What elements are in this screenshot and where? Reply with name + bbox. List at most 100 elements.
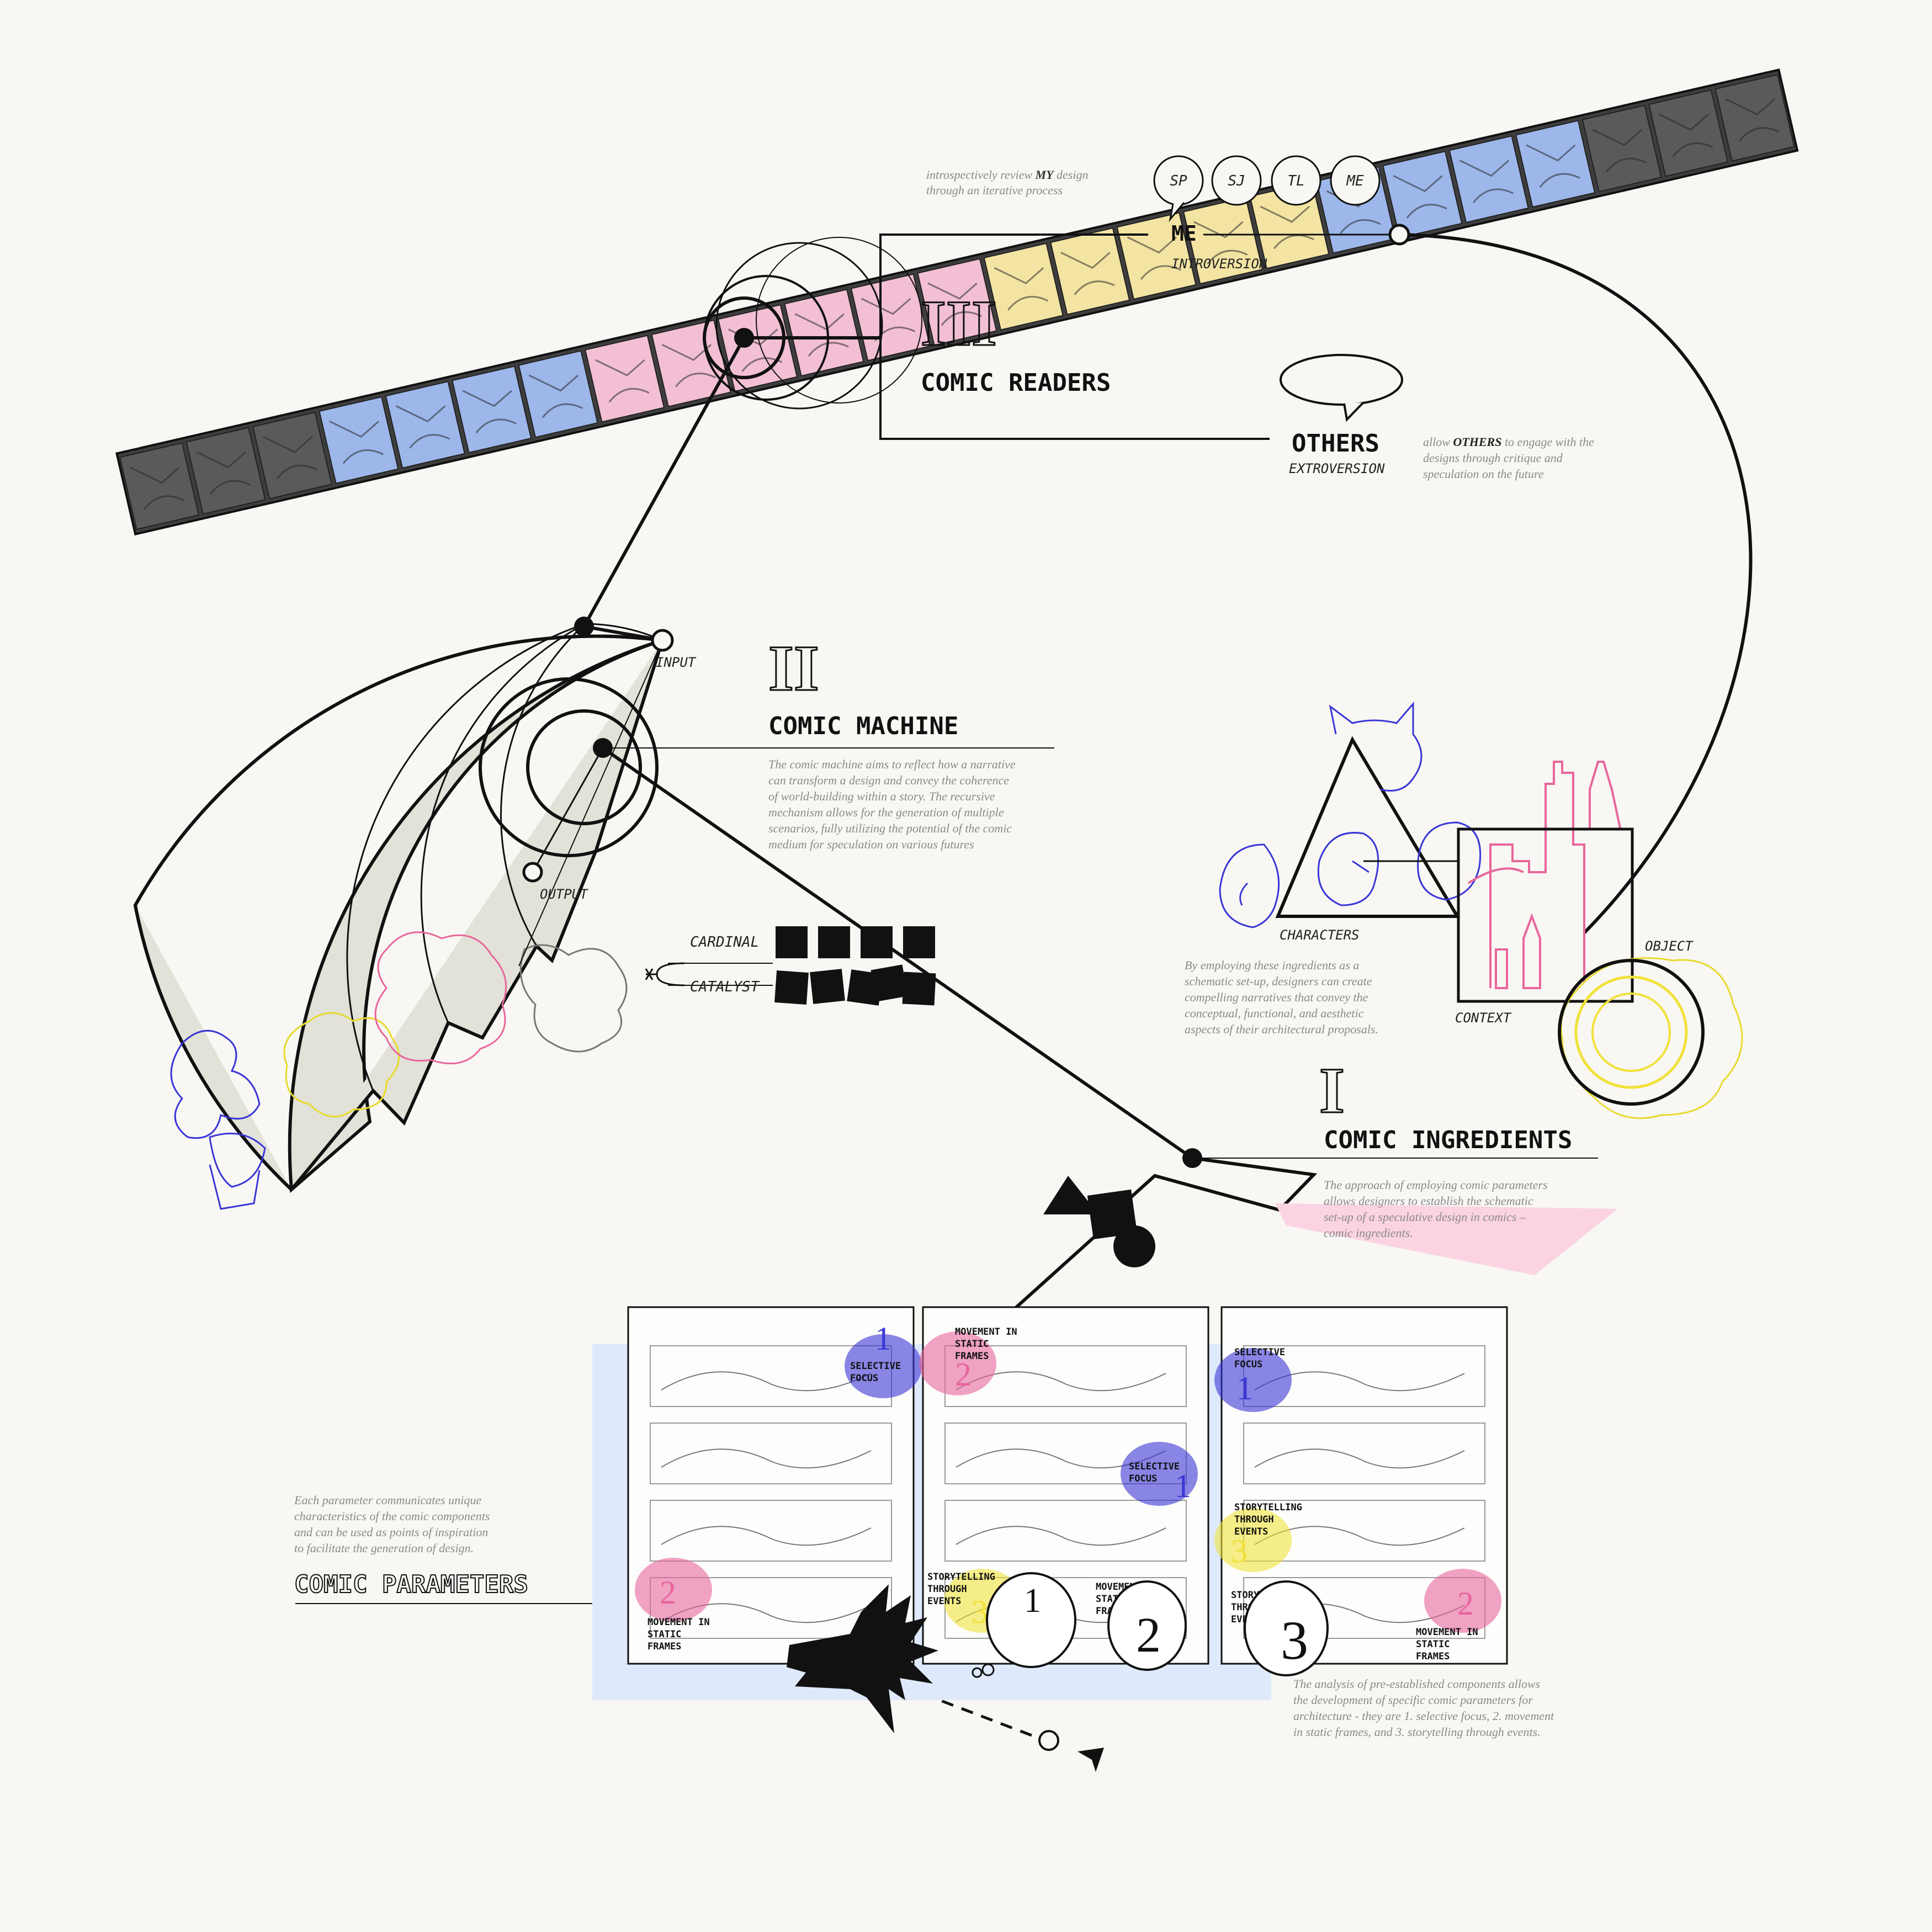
wife-sketch xyxy=(1219,843,1280,928)
readers-speech-bubble-icon xyxy=(1280,354,1403,422)
strip-sketch xyxy=(927,282,982,326)
strip-frame xyxy=(518,350,598,438)
machine-numeral: II xyxy=(768,632,819,704)
panel-highlight-blob xyxy=(1214,1348,1292,1412)
ingredients-description: The approach of employing comic paramete… xyxy=(1324,1178,1548,1240)
strip-frame xyxy=(452,365,532,454)
machine-description-line-4: mechanism allows for the generation of m… xyxy=(768,805,1004,819)
strip-sketch xyxy=(329,420,384,464)
strip-frame xyxy=(1581,104,1662,193)
ingredients-title: COMIC INGREDIENTS xyxy=(1324,1126,1572,1154)
machine-description-line-2: can transform a design and convey the co… xyxy=(768,773,1009,787)
strip-sketch xyxy=(1459,160,1514,203)
machine-description: The comic machine aims to reflect how a … xyxy=(768,757,1016,851)
panel-sketch-frame xyxy=(650,1500,892,1562)
readers-node-dot xyxy=(734,328,754,348)
comic-machine-fan xyxy=(133,623,664,1193)
speech-bubble-label: TL xyxy=(1287,173,1304,189)
characters-diagram xyxy=(1219,701,1482,928)
panel-parameter-number: 2 xyxy=(1457,1585,1474,1622)
shape-cluster-icon xyxy=(1043,1176,1155,1267)
parameters-analysis-description-line-1: The analysis of pre-established componen… xyxy=(1293,1677,1540,1691)
others-description-line-2: speculation on the future xyxy=(1423,467,1544,481)
triangle-icon xyxy=(1043,1176,1098,1214)
strip-sketch xyxy=(595,359,650,403)
ingredients-diagram-description-line-5: aspects of their architectural proposals… xyxy=(1185,1022,1378,1036)
others-description-line-1: designs through critique and xyxy=(1423,451,1563,465)
cardinal-squares xyxy=(776,926,935,958)
machine-title: COMIC MACHINE xyxy=(768,712,958,740)
machine-description-line-3: of world-building within a story. The re… xyxy=(768,789,995,803)
thought-dot xyxy=(972,1667,983,1678)
strip-frame xyxy=(1648,89,1729,177)
speech-bubble-label: SP xyxy=(1170,173,1187,189)
strip-frame xyxy=(1448,135,1529,224)
son-sketch xyxy=(1317,832,1379,906)
panel-parameter-number: 3 xyxy=(972,1594,988,1630)
panel-sketch-line xyxy=(661,1526,872,1546)
panel-parameter-number: 2 xyxy=(660,1574,676,1611)
input-ring xyxy=(651,629,674,652)
strip-sketch xyxy=(1193,221,1248,265)
parameters-analysis-description-line-4: in static frames, and 3. storytelling th… xyxy=(1293,1725,1541,1739)
machine-node-dot xyxy=(593,738,613,758)
others-description: allow OTHERS to engage with the xyxy=(1423,435,1594,449)
callout-number: 2 xyxy=(1136,1608,1161,1663)
blue-scribble xyxy=(170,1029,266,1210)
grey-scribble xyxy=(519,944,628,1053)
panel-highlight-blob xyxy=(1214,1508,1292,1572)
strip-sketch xyxy=(1592,129,1647,173)
strip-sketch xyxy=(1393,175,1447,219)
strip-sketch xyxy=(395,405,450,449)
arrowhead-icon xyxy=(1078,1748,1104,1772)
strip-frame xyxy=(185,427,266,515)
ingredients-diagram-description-line-3: compelling narratives that convey the xyxy=(1185,990,1368,1004)
strip-frame xyxy=(1715,73,1795,162)
context-frame xyxy=(1457,827,1634,1003)
machine-node-circles xyxy=(479,677,659,857)
characters-label: CHARACTERS xyxy=(1280,927,1360,943)
parameters-analysis-description: The analysis of pre-established componen… xyxy=(1293,1677,1554,1739)
machine-axis-line-long xyxy=(518,640,663,967)
strip-to-input-line xyxy=(582,337,746,628)
speech-bubble xyxy=(1330,155,1381,206)
strip-frame xyxy=(983,242,1064,331)
strip-frame xyxy=(252,411,333,500)
context-label: CONTEXT xyxy=(1455,1010,1512,1026)
object-diagram xyxy=(1558,957,1743,1119)
ingredients-description-line-1: The approach of employing comic paramete… xyxy=(1324,1178,1548,1192)
panel-sketch-line xyxy=(661,1448,872,1469)
input-link xyxy=(583,625,663,642)
pink-scribble xyxy=(374,931,507,1065)
ingredients-description-line-4: comic ingredients. xyxy=(1324,1226,1413,1240)
ingredients-description-line-2: allows designers to establish the schema… xyxy=(1324,1194,1533,1208)
speech-bubble xyxy=(1211,155,1262,206)
others-sublabel: EXTROVERSION xyxy=(1289,461,1385,476)
strip-sketch xyxy=(462,390,517,433)
ingredients-diagram-description-line-4: conceptual, functional, and aesthetic xyxy=(1185,1006,1364,1020)
strip-frame xyxy=(1515,120,1596,208)
machine-to-ingredients-line xyxy=(602,746,1193,1160)
me-to-loop-curve xyxy=(1399,233,1753,935)
machine-description-line-1: The comic machine aims to reflect how a … xyxy=(768,757,1016,771)
machine-description-line-6: medium for speculation on various future… xyxy=(768,837,974,851)
yellow-scribble xyxy=(283,1012,400,1118)
ingredients-dot xyxy=(1182,1148,1202,1168)
parameters-title: COMIC PARAMETERS xyxy=(294,1570,528,1599)
speech-bubble-label: ME xyxy=(1346,173,1364,189)
strip-frame xyxy=(1182,197,1264,285)
callout-number: 1 xyxy=(1024,1582,1041,1620)
parameters-description-line-4: to facilitate the generation of design. xyxy=(294,1541,474,1555)
catalyst-squares xyxy=(774,964,936,1006)
strip-frame xyxy=(1382,150,1463,238)
strip-sketch xyxy=(994,267,1049,311)
